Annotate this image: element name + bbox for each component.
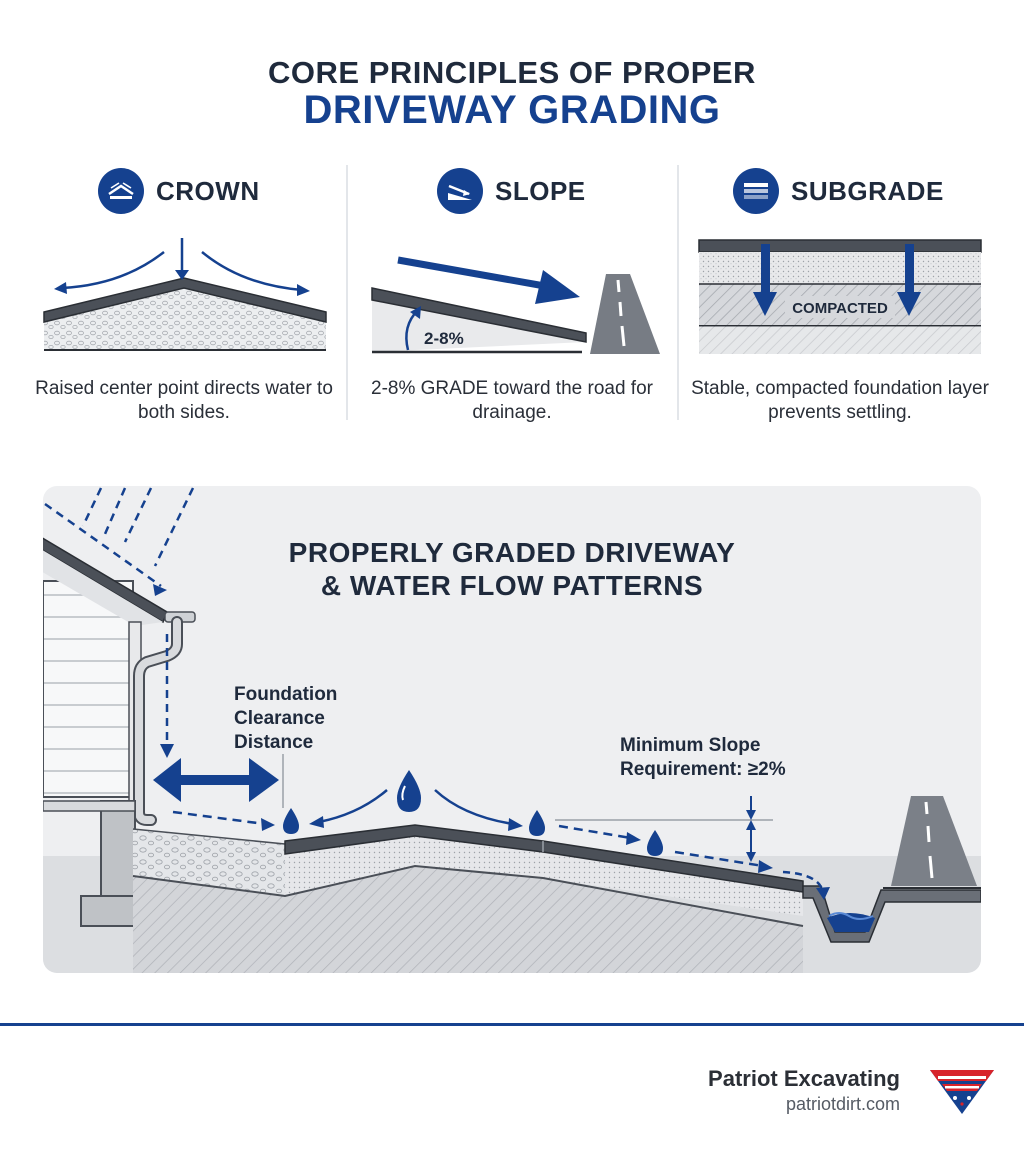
water-flow-diagram [43, 486, 981, 973]
minimum-slope-label: Minimum Slope Requirement: ≥2% [620, 735, 786, 780]
subgrade-label: SUBGRADE [791, 175, 944, 206]
brand-url[interactable]: patriotdirt.com [785, 1094, 900, 1114]
slope-icon [437, 168, 483, 214]
diagram-title-line1: PROPERLY GRADED DRIVEWAY [288, 537, 736, 568]
page-title-line1: CORE PRINCIPLES OF PROPER [268, 55, 756, 90]
footer-divider [0, 1023, 1024, 1026]
slope-caption: 2-8% GRADE toward the road for drainage. [371, 378, 653, 423]
slope-illustration: 2-8% [371, 256, 660, 354]
crown-illustration [43, 238, 327, 351]
foundation-clearance-label: Foundation Clearance Distance [234, 684, 338, 753]
crown-header: CROWN [98, 168, 260, 214]
subgrade-icon [733, 168, 779, 214]
compacted-label: COMPACTED [792, 300, 888, 317]
slope-header: SLOPE [437, 168, 586, 214]
crown-label: CROWN [156, 175, 260, 206]
crown-caption: Raised center point directs water to bot… [35, 378, 333, 423]
patriot-shield-logo-icon [930, 1070, 994, 1114]
brand-block: Patriot Excavating patriotdirt.com [708, 1066, 900, 1115]
diagram-title-line2: & WATER FLOW PATTERNS [320, 570, 704, 601]
page-title-line2: DRIVEWAY GRADING [303, 88, 721, 132]
column-divider [677, 165, 679, 420]
subgrade-illustration: COMPACTED [698, 239, 982, 354]
brand-name: Patriot Excavating [708, 1066, 900, 1091]
subgrade-header: SUBGRADE [733, 168, 944, 214]
column-divider [346, 165, 348, 420]
slope-label: SLOPE [495, 175, 586, 206]
slope-grade-label: 2-8% [424, 329, 464, 348]
subgrade-caption: Stable, compacted foundation layer preve… [691, 378, 989, 423]
crown-icon [98, 168, 144, 214]
